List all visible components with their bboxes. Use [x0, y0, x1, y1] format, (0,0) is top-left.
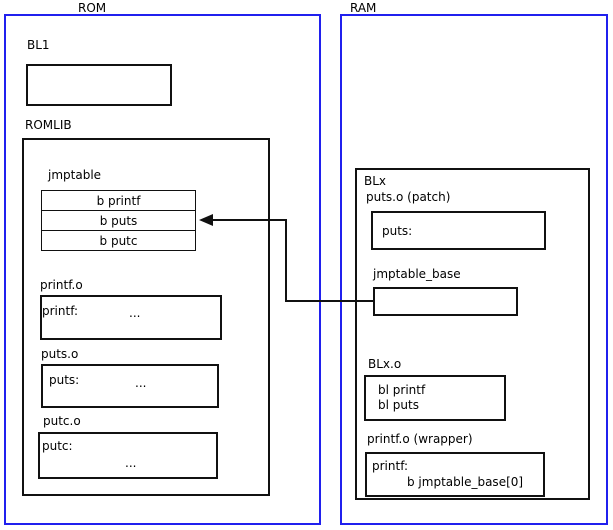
bl1-box [26, 64, 172, 106]
jmptable-entry-row: b puts [41, 210, 196, 231]
putc-o-label: putc.o [43, 414, 81, 428]
jmptable-base-box [373, 287, 518, 316]
printf-o-box: printf: ... [40, 295, 222, 340]
blx-label: BLx [364, 174, 387, 188]
printf-o-wrapper-label: printf.o (wrapper) [367, 432, 473, 446]
puts-o-label: puts.o [41, 347, 79, 361]
puts-o-patch-box: puts: [371, 211, 546, 250]
puts-o-box: puts: ... [41, 364, 219, 408]
blx-o-line-1: bl printf [378, 383, 426, 397]
jmptable-base-label: jmptable_base [373, 267, 461, 281]
puts-o-patch-label: puts.o (patch) [366, 190, 451, 204]
jmptable-entry-label: b printf [96, 194, 141, 208]
wrapper-printf-symbol: printf: [372, 459, 409, 473]
printf-symbol: printf: [42, 304, 79, 318]
wrapper-branch-instruction: b jmptable_base[0] [407, 475, 524, 489]
printf-o-wrapper-box: printf: b jmptable_base[0] [365, 452, 545, 497]
patch-puts-symbol: puts: [382, 224, 413, 238]
puts-body-ellipsis: ... [135, 376, 147, 390]
putc-symbol: putc: [42, 439, 73, 453]
rom-region-label: ROM [78, 1, 107, 15]
puts-symbol: puts: [49, 373, 80, 387]
printf-o-label: printf.o [40, 278, 83, 292]
jmptable-entry-row: b printf [41, 190, 196, 211]
blx-o-line-2: bl puts [378, 398, 419, 412]
printf-body-ellipsis: ... [129, 306, 141, 320]
blx-o-box: bl printf bl puts [364, 375, 506, 421]
putc-o-box: putc: ... [38, 432, 218, 479]
ram-region-label: RAM [350, 1, 377, 15]
jmptable-label: jmptable [48, 168, 102, 182]
bl1-label: BL1 [27, 38, 50, 52]
blx-o-label: BLx.o [368, 357, 402, 371]
jmptable-entry-label: b putc [99, 234, 138, 248]
putc-body-ellipsis: ... [125, 456, 137, 470]
jmptable-entry-row: b putc [41, 230, 196, 251]
jmptable-entry-label: b puts [99, 214, 138, 228]
romlib-label: ROMLIB [25, 118, 72, 132]
